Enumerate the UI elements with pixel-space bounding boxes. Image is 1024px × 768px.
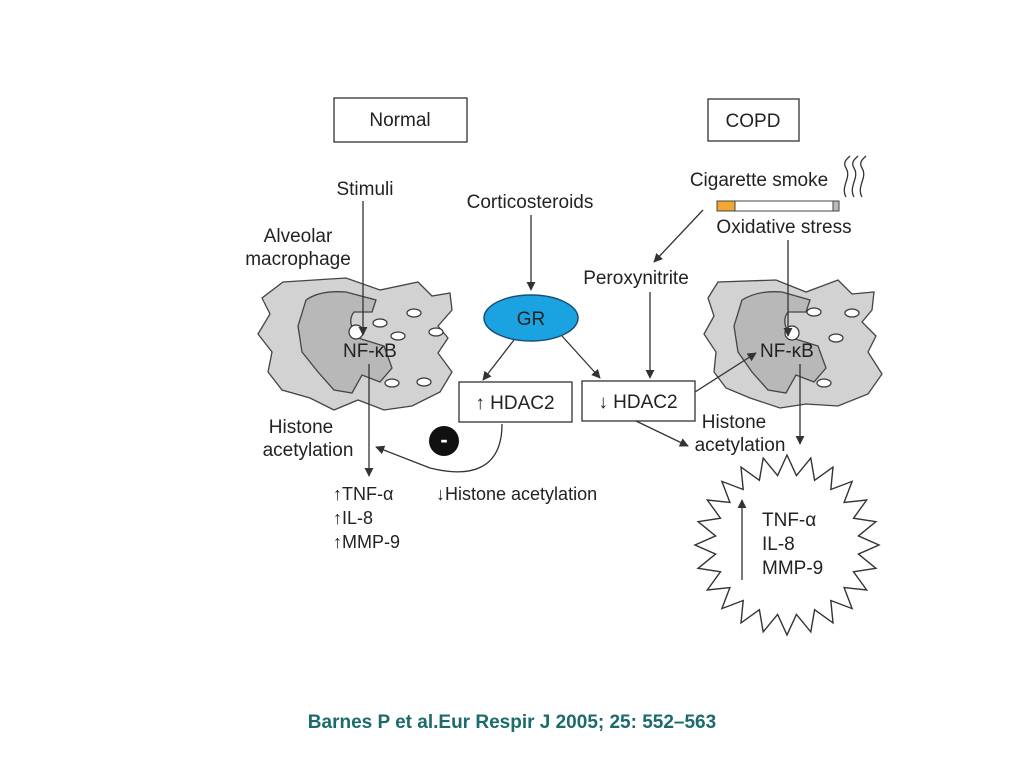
hdac2-up-label: ↑ HDAC2 bbox=[475, 393, 554, 414]
vacuole bbox=[784, 325, 800, 341]
cigarette-smoke-label: Cigarette smoke bbox=[690, 170, 828, 191]
normal-output-tnf: ↑TNF-α bbox=[333, 484, 393, 504]
citation: Barnes P et al.Eur Respir J 2005; 25: 55… bbox=[307, 712, 717, 733]
copd-header: COPD bbox=[726, 111, 781, 132]
gr-to-hdac2-up-arrow bbox=[482, 339, 515, 381]
normal-histone-label: Histone bbox=[269, 417, 333, 438]
hdac2-down-box bbox=[581, 380, 696, 422]
copd-nfkb-label: NF-κB bbox=[760, 341, 814, 362]
vacuole bbox=[372, 318, 388, 328]
decreased-histone-acetylation: ↓Histone acetylation bbox=[436, 484, 597, 504]
normal-header-box bbox=[333, 97, 468, 143]
stimuli-label: Stimuli bbox=[336, 179, 393, 200]
vacuole bbox=[384, 378, 400, 388]
smoke-icon bbox=[843, 155, 867, 198]
normal-nfkb-label: NF-κB bbox=[343, 341, 397, 362]
gr-node bbox=[483, 294, 579, 342]
gr-to-hdac2-down-arrow bbox=[561, 335, 601, 379]
corticosteroids-label: Corticosteroids bbox=[467, 192, 594, 213]
vacuole bbox=[816, 378, 832, 388]
copd-header-box bbox=[707, 98, 800, 142]
copd-output-tnf: TNF-α bbox=[762, 510, 816, 531]
vacuole bbox=[348, 324, 364, 340]
vacuole bbox=[428, 327, 444, 337]
vacuole bbox=[844, 308, 860, 318]
hdac2-down-to-acetylation-arrow bbox=[635, 420, 689, 447]
copd-output-mmp9: MMP-9 bbox=[762, 558, 823, 579]
oxidative-stress-label: Oxidative stress bbox=[716, 217, 851, 238]
normal-header: Normal bbox=[369, 110, 430, 131]
vacuole bbox=[390, 331, 406, 341]
vacuole bbox=[806, 307, 822, 317]
peroxynitrite-label: Peroxynitrite bbox=[583, 268, 689, 289]
copd-output-il8: IL-8 bbox=[762, 534, 795, 555]
smoke-to-peroxynitrite-arrow bbox=[653, 209, 704, 263]
hdac2-up-box bbox=[458, 381, 573, 423]
hdac2-inhibits-acetylation-arrow bbox=[375, 423, 503, 473]
alveolar-label: Alveolar bbox=[264, 226, 333, 247]
normal-output-il8: ↑IL-8 bbox=[333, 508, 373, 528]
inhibition-symbol bbox=[429, 426, 459, 456]
copd-acetylation-label: acetylation bbox=[695, 435, 786, 456]
vacuole bbox=[828, 333, 844, 343]
gr-label: GR bbox=[517, 309, 546, 330]
macrophage-label: macrophage bbox=[245, 249, 351, 270]
normal-output-mmp9: ↑MMP-9 bbox=[333, 532, 400, 552]
copd-macrophage-nucleus bbox=[733, 291, 827, 394]
hdac2-down-to-nfkb-arrow bbox=[694, 352, 757, 393]
copd-histone-label: Histone bbox=[702, 412, 766, 433]
cigarette-icon bbox=[716, 200, 840, 212]
normal-acetylation-label: acetylation bbox=[263, 440, 354, 461]
vacuole bbox=[406, 308, 422, 318]
vacuole bbox=[416, 377, 432, 387]
copd-pathway-diagram: Normal Stimuli Alveolar macrophage NF-κB… bbox=[245, 97, 883, 637]
hdac2-down-label: ↓ HDAC2 bbox=[598, 392, 677, 413]
inhibition-sign: - bbox=[440, 427, 447, 452]
